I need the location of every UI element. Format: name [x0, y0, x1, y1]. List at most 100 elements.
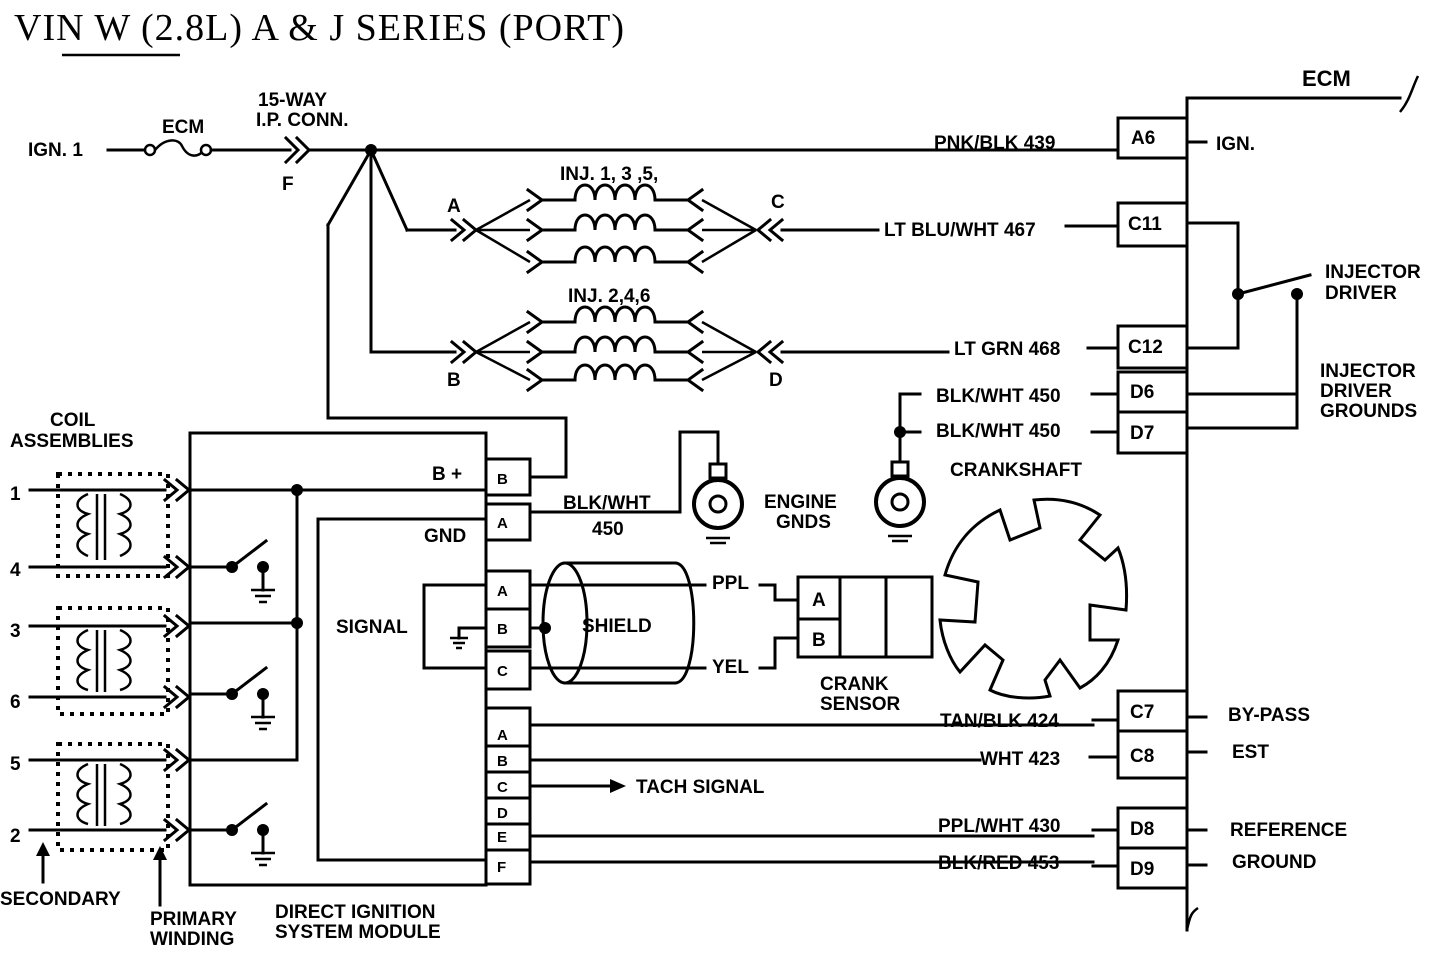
wire-430-label: PPL/WHT 430: [938, 816, 1060, 837]
crank-pin-a: A: [812, 590, 826, 611]
ecm-pins: A6 C11 C12 D6 D7 C7 C8 D8 D9: [1116, 116, 1189, 890]
module-pin-c-lower: C: [497, 779, 508, 796]
signal-label: SIGNAL: [336, 617, 408, 638]
coil-heading-line2: ASSEMBLIES: [10, 431, 134, 452]
tach-signal-label: TACH SIGNAL: [636, 777, 765, 798]
module-pin-b-upper: B: [497, 471, 508, 488]
ecm-ign-label: IGN.: [1216, 134, 1255, 155]
injector-driver-line2: DRIVER: [1325, 283, 1397, 304]
wire-468-label: LT GRN 468: [954, 339, 1060, 360]
pin-a6-label: A6: [1131, 128, 1155, 149]
conn-c-label: C: [771, 192, 785, 213]
connector-pin-label: F: [282, 174, 294, 195]
feed-branches: [325, 147, 568, 479]
wire-450a-label: BLK/WHT 450: [936, 386, 1061, 407]
injector-driver-line1: INJECTOR: [1325, 262, 1421, 283]
ecm-bus: ECM: [1185, 66, 1420, 932]
module-label-line1: DIRECT IGNITION: [275, 902, 435, 923]
ignition-module: B + GND SIGNAL DIRECT IGNITION SYSTEM MO…: [188, 431, 532, 943]
reference-label: REFERENCE: [1230, 820, 1347, 841]
module-pin-f-lower: F: [497, 859, 506, 876]
shield-label: SHIELD: [582, 616, 652, 637]
pin-c11: [1116, 201, 1189, 248]
diagram-title: VIN W (2.8L) A & J SERIES (PORT): [14, 7, 625, 49]
injector-bank-1: INJ. 1, 3 ,5, A C LT BLU/WHT 467: [447, 164, 1120, 275]
cyl-1-label: 1: [10, 484, 21, 505]
pin-d9: [1116, 846, 1189, 890]
signal-circuit: [422, 583, 488, 670]
pin-a6: [1116, 116, 1189, 160]
conn-a-label: A: [447, 196, 461, 217]
inj-bank1-label: INJ. 1, 3 ,5,: [560, 164, 658, 185]
pin-c8-label: C8: [1130, 746, 1154, 767]
ign1-label: IGN. 1: [28, 140, 83, 161]
pin-c12-label: C12: [1128, 337, 1163, 358]
engine-gnds-line1: ENGINE: [764, 492, 837, 513]
pin-d7-label: D7: [1130, 423, 1154, 444]
coil-assemblies: COIL ASSEMBLIES 1 4 3 6 5 2: [0, 410, 237, 950]
wire-423-label: WHT 423: [980, 749, 1060, 770]
wire-450-module-line1: BLK/WHT: [563, 493, 651, 514]
module-pin-e-lower: E: [497, 829, 507, 846]
wire-450-module-line2: 450: [592, 519, 624, 540]
fuse-label: ECM: [162, 117, 204, 138]
module-pin-d-lower: D: [497, 805, 508, 822]
wire-439-label: PNK/BLK 439: [934, 133, 1055, 154]
ground-wires-450: BLK/WHT 450 BLK/WHT 450: [894, 386, 1120, 464]
primary-line2: WINDING: [150, 929, 234, 950]
cyl-3-label: 3: [10, 621, 21, 642]
injector-grounds-line3: GROUNDS: [1320, 401, 1417, 422]
pin-d9-label: D9: [1130, 859, 1154, 880]
pin-c8: [1116, 729, 1189, 780]
injector-grounds-line1: INJECTOR: [1320, 361, 1416, 382]
module-outputs: TAN/BLK 424 WHT 423 TACH SIGNAL PPL/WHT …: [528, 711, 1120, 874]
bypass-label: BY-PASS: [1228, 705, 1310, 726]
engine-ground-1: [528, 430, 744, 545]
connector-label-line1: 15-WAY: [258, 90, 327, 111]
injector-bank-2: INJ. 2,4,6 B D LT GRN 468: [447, 286, 1120, 393]
cyl-6-label: 6: [10, 692, 21, 713]
engine-gnds-line2: GNDS: [776, 512, 831, 533]
wire-467-label: LT BLU/WHT 467: [884, 220, 1036, 241]
primary-line1: PRIMARY: [150, 909, 237, 930]
ground-label: GROUND: [1232, 852, 1316, 873]
coil-heading-line1: COIL: [50, 410, 96, 431]
module-pin-b-lower: B: [497, 753, 508, 770]
pin-d8: [1116, 806, 1189, 850]
pin-c7-label: C7: [1130, 702, 1154, 723]
pin-c11-label: C11: [1128, 214, 1162, 235]
wire-424-label: TAN/BLK 424: [940, 711, 1059, 732]
pin-d7: [1116, 410, 1189, 455]
wire-ppl-label: PPL: [712, 573, 749, 594]
est-label: EST: [1232, 742, 1269, 763]
module-pin-a-upper: A: [497, 515, 508, 532]
secondary-label: SECONDARY: [0, 889, 121, 910]
module-signal-pin-a: A: [497, 583, 508, 600]
ecm-functions: IGN. INJECTOR DRIVER INJECTOR DRIVER GRO…: [1185, 134, 1421, 873]
bplus-label: B +: [432, 464, 462, 485]
module-signal-pin-b: B: [497, 621, 508, 638]
gnd-label: GND: [424, 526, 466, 547]
crank-sensor-line2: SENSOR: [820, 694, 901, 715]
crankshaft-wheel: CRANKSHAFT: [938, 460, 1129, 700]
module-pin-a-lower: A: [497, 727, 508, 744]
pin-d8-label: D8: [1130, 819, 1154, 840]
injector-driver-switch: [1185, 221, 1312, 430]
crank-sensor-line1: CRANK: [820, 674, 889, 695]
cyl-5-label: 5: [10, 754, 21, 775]
cyl-4-label: 4: [10, 560, 21, 581]
wire-450b-label: BLK/WHT 450: [936, 421, 1061, 442]
engine-ground-2: [874, 460, 926, 543]
conn-d-label: D: [769, 370, 783, 391]
cyl-2-label: 2: [10, 826, 21, 847]
ecm-label: ECM: [1302, 66, 1351, 91]
connector-label-line2: I.P. CONN.: [256, 110, 349, 131]
ignition-feed: IGN. 1 ECM 15-WAY I.P. CONN. F PNK/BLK 4…: [28, 90, 1120, 195]
wire-453-label: BLK/RED 453: [938, 853, 1059, 874]
inj-bank2-label: INJ. 2,4,6: [568, 286, 650, 307]
crankshaft-label: CRANKSHAFT: [950, 460, 1082, 481]
module-signal-pin-c: C: [497, 663, 508, 680]
crank-pin-b: B: [812, 630, 826, 651]
module-label-line2: SYSTEM MODULE: [275, 922, 441, 943]
